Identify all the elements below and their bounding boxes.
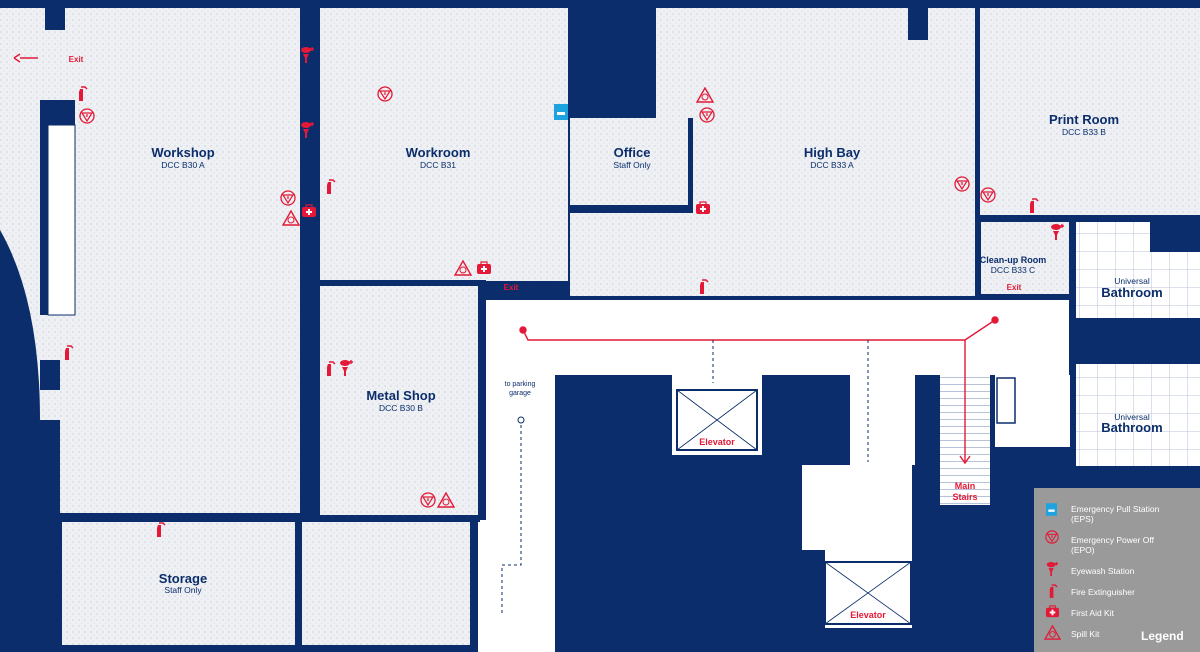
office-floor: [575, 120, 688, 208]
exit-label-corridor: Exit: [504, 283, 519, 292]
legend-epo-label-1: Emergency Power Off: [1071, 535, 1155, 545]
corridor-south: [478, 300, 556, 652]
first-aid-kit-icon: [301, 204, 317, 218]
storage-floor: [62, 522, 470, 645]
legend-spill-label: Spill Kit: [1071, 629, 1100, 639]
room-code-high-bay: DCC B33 A: [810, 160, 854, 170]
room-name-high-bay: High Bay: [804, 145, 861, 160]
room-name-storage: Storage: [159, 571, 207, 586]
room-code-workroom: DCC B31: [420, 160, 456, 170]
room-code-metal-shop: DCC B30 B: [379, 403, 423, 413]
elevator-boxes: [676, 377, 1016, 625]
main-stairs-label-2: Stairs: [952, 492, 977, 502]
room-name-office: Office: [614, 145, 651, 160]
elevator-lobby-1: [672, 375, 762, 455]
elevator-hall: [802, 465, 912, 550]
legend-eps-label-2: (EPS): [1071, 514, 1094, 524]
parking-marker: [517, 416, 525, 424]
corridor: [485, 300, 1075, 375]
bathroom-1-sub: Universal: [1114, 276, 1150, 286]
eyewash-station-icon: [300, 121, 315, 139]
bathroom-2-name: Bathroom: [1101, 420, 1162, 435]
room-code-office: Staff Only: [613, 160, 651, 170]
elevator-1-label: Elevator: [699, 437, 735, 447]
bathroom-2-sub: Universal: [1114, 412, 1150, 422]
room-code-workshop: DCC B30 A: [161, 160, 205, 170]
room-name-metal-shop: Metal Shop: [366, 388, 435, 403]
legend-first-aid-label: First Aid Kit: [1071, 608, 1115, 618]
legend-title: Legend: [1141, 629, 1184, 643]
room-code-print-room: DCC B33 B: [1062, 127, 1106, 137]
print-room-floor: [980, 8, 1200, 215]
evacuation-route: [13, 53, 999, 465]
stair-landing: [995, 375, 1070, 447]
workroom-floor: [320, 8, 568, 281]
room-labels: Workshop DCC B30 A Workroom DCC B31 Offi…: [69, 55, 1163, 620]
room-code-cleanup: DCC B33 C: [991, 265, 1035, 275]
room-name-workroom: Workroom: [406, 145, 471, 160]
main-stairs-label-1: Main: [955, 481, 976, 491]
directional-dashed-lines: [501, 340, 869, 615]
bathroom-1-name: Bathroom: [1101, 285, 1162, 300]
room-name-workshop: Workshop: [151, 145, 214, 160]
cleanup-floor: [981, 222, 1069, 294]
elevator-lobby-2: [850, 375, 915, 465]
bathroom-2-floor: [1076, 362, 1200, 466]
exit-label-west: Exit: [69, 55, 84, 64]
legend-eps-label-1: Emergency Pull Station: [1071, 504, 1160, 514]
parking-label-1: to parking: [505, 381, 536, 388]
emergency-pull-station-icon: [1046, 503, 1057, 516]
room-code-storage: Staff Only: [164, 585, 202, 595]
legend-epo-label-2: (EPO): [1071, 545, 1095, 555]
eyewash-station-icon: [300, 46, 315, 64]
legend: Emergency Pull Station (EPS) Emergency P…: [1034, 488, 1200, 652]
metal-shop-floor: [320, 286, 480, 515]
exit-label-cleanup: Exit: [1007, 283, 1022, 292]
legend-eyewash-label: Eyewash Station: [1071, 566, 1135, 576]
room-floors: [0, 8, 1200, 652]
parking-label-2: garage: [509, 390, 531, 397]
room-name-cleanup: Clean-up Room: [980, 255, 1047, 265]
legend-extinguisher-label: Fire Extinguisher: [1071, 587, 1135, 597]
room-name-print-room: Print Room: [1049, 112, 1119, 127]
emergency-pull-station-icon: [554, 104, 568, 120]
elevator-2-label: Elevator: [850, 610, 886, 620]
